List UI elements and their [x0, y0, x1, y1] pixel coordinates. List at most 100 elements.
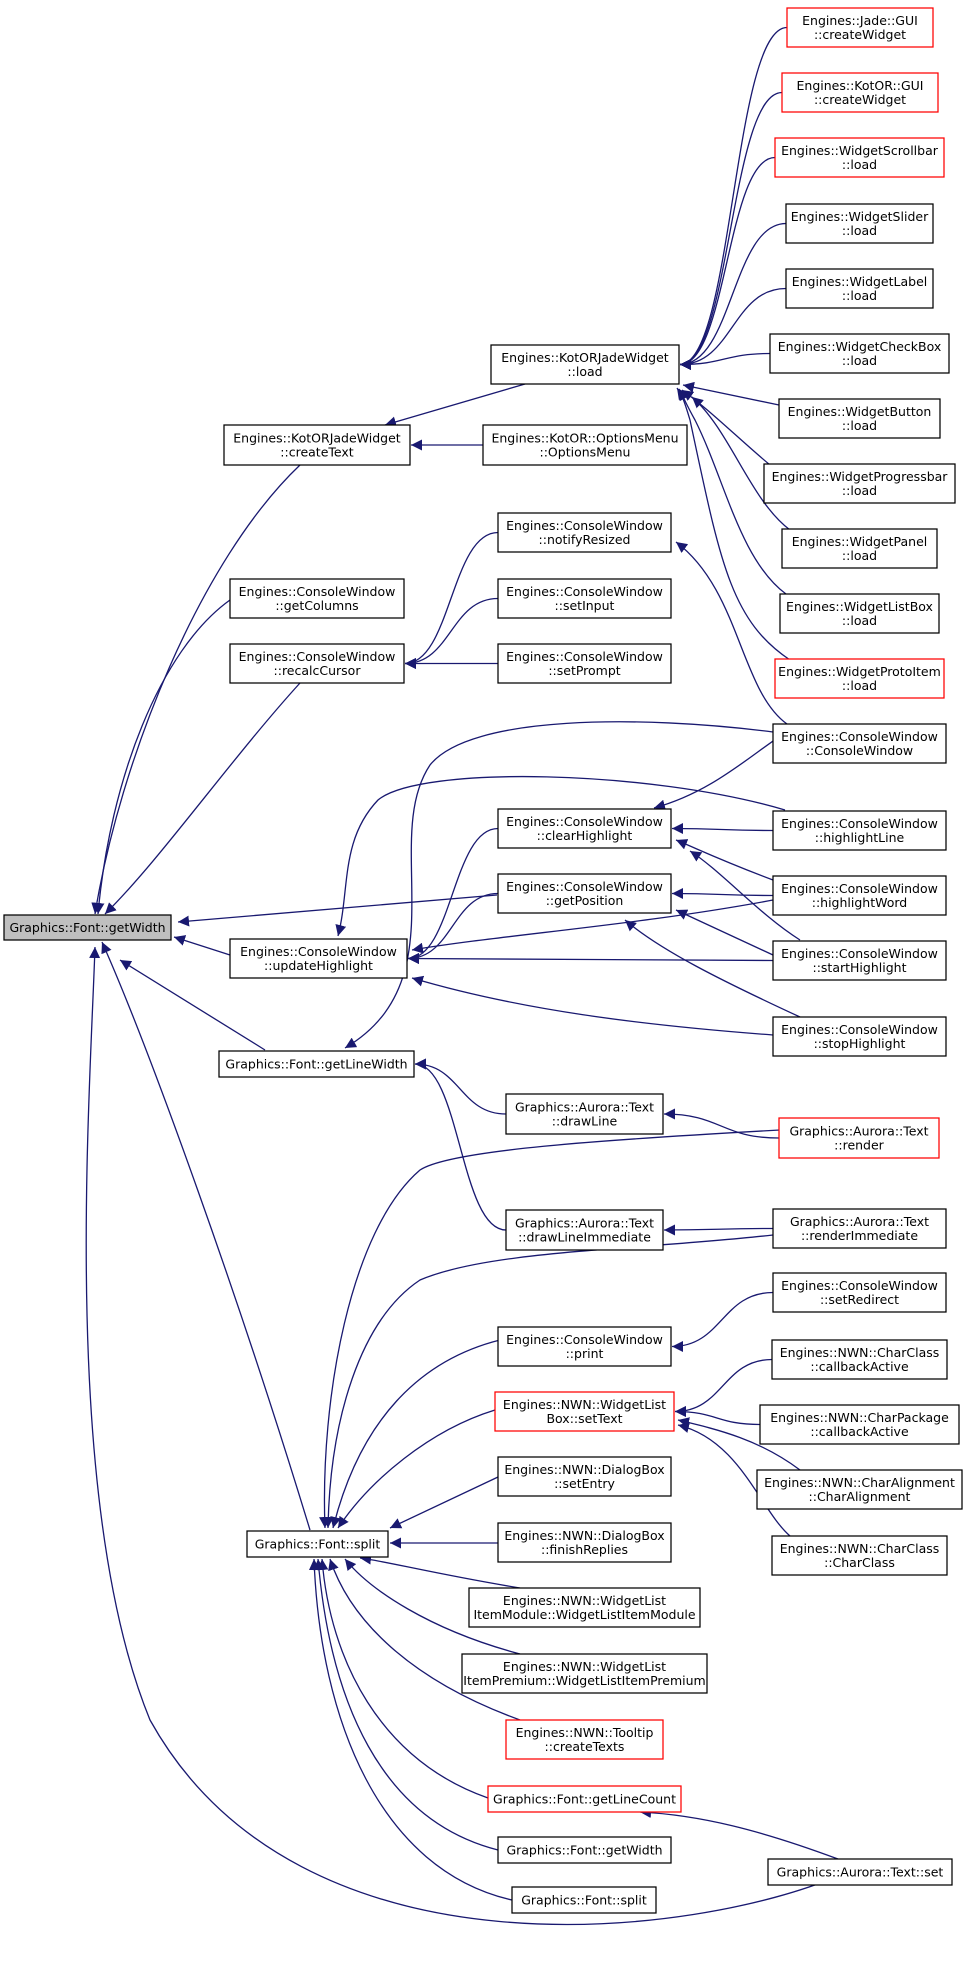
node-label-line: Engines::NWN::CharClass — [780, 1345, 940, 1360]
node-label-line: Graphics::Aurora::Text::set — [777, 1865, 944, 1880]
node-box — [246, 1530, 389, 1558]
edge-line — [663, 1224, 774, 1236]
node-label-line: Engines::ConsoleWindow — [781, 946, 938, 961]
node-hlWord[interactable]: Engines::ConsoleWindow::highlightWord — [772, 875, 947, 916]
edge-line — [624, 919, 801, 1018]
node-split[interactable]: Graphics::Font::split — [246, 1530, 389, 1558]
node-label-line: Engines::Jade::GUI — [802, 13, 918, 28]
node-hlLine[interactable]: Engines::ConsoleWindow::highlightLine — [772, 810, 947, 851]
node-caCtor[interactable]: Engines::NWN::CharAlignment::CharAlignme… — [756, 1469, 963, 1510]
node-wCheckBox[interactable]: Engines::WidgetCheckBox::load — [769, 333, 950, 374]
node-wlSetText[interactable]: Engines::NWN::WidgetListBox::setText — [494, 1391, 675, 1432]
edge-recalcCursor-to-root — [104, 682, 301, 915]
node-label-line: Engines::ConsoleWindow — [240, 944, 397, 959]
node-cwCtor[interactable]: Engines::ConsoleWindow::ConsoleWindow — [772, 723, 947, 764]
node-label-line: Engines::KotORJadeWidget — [233, 431, 401, 446]
node-optionsMenu[interactable]: Engines::KotOR::OptionsMenu::OptionsMenu — [482, 424, 688, 466]
node-box — [482, 424, 688, 466]
node-cpCallback[interactable]: Engines::NWN::CharPackage::callbackActiv… — [759, 1404, 960, 1445]
node-drawLine[interactable]: Graphics::Aurora::Text::drawLine — [505, 1093, 664, 1135]
node-kcreateText[interactable]: Engines::KotORJadeWidget::createText — [223, 424, 411, 466]
node-wPanel[interactable]: Engines::WidgetPanel::load — [781, 528, 938, 569]
node-label-line: Engines::ConsoleWindow — [781, 816, 938, 831]
edge-line — [681, 389, 771, 466]
edge-cwCtor-to-notifyResized — [675, 541, 788, 725]
node-wButton[interactable]: Engines::WidgetButton::load — [778, 398, 941, 439]
node-kload[interactable]: Engines::KotORJadeWidget::load — [490, 344, 680, 385]
node-textSet[interactable]: Graphics::Aurora::Text::set — [767, 1858, 953, 1886]
edge-drawLineImm-to-getLineWidth — [414, 1058, 507, 1231]
edge-cpCallback-to-wlSetText — [674, 1406, 761, 1426]
edge-line — [173, 935, 231, 956]
edge-wliModule-to-split — [359, 1553, 521, 1589]
node-getLineWidth[interactable]: Graphics::Font::getLineWidth — [218, 1050, 415, 1078]
node-setInput[interactable]: Engines::ConsoleWindow::setInput — [497, 578, 672, 619]
node-notifyResized[interactable]: Engines::ConsoleWindow::notifyResized — [497, 512, 672, 553]
node-split2[interactable]: Graphics::Font::split — [511, 1886, 657, 1914]
node-label-line: Graphics::Font::split — [521, 1893, 647, 1908]
node-box — [763, 463, 956, 504]
node-updateHighlight[interactable]: Engines::ConsoleWindow::updateHighlight — [229, 938, 408, 979]
node-label-line: Engines::ConsoleWindow — [781, 729, 938, 744]
edge-line — [675, 839, 774, 881]
nodes: Graphics::Font::getWidth Engines::KotORJa… — [3, 7, 963, 1914]
edge-kcreateText-to-root — [91, 464, 301, 915]
node-wListBox[interactable]: Engines::WidgetListBox::load — [779, 593, 940, 634]
node-dbSetEntry[interactable]: Engines::NWN::DialogBox::setEntry — [497, 1456, 672, 1497]
node-wSlider[interactable]: Engines::WidgetSlider::load — [785, 203, 934, 244]
node-drawLineImm[interactable]: Graphics::Aurora::Text::drawLineImmediat… — [505, 1209, 664, 1251]
edge-split-to-root — [101, 941, 311, 1531]
node-clearHighlight[interactable]: Engines::ConsoleWindow::clearHighlight — [497, 808, 672, 849]
edge-line — [317, 1558, 489, 1799]
node-wProto[interactable]: Engines::WidgetProtoItem::load — [774, 658, 945, 699]
node-box — [497, 643, 672, 684]
node-box — [497, 1456, 672, 1497]
edge-wScrollbar-to-kload — [679, 156, 776, 370]
node-getWidth2[interactable]: Graphics::Font::getWidth — [497, 1836, 672, 1864]
node-ccCallback[interactable]: Engines::NWN::CharClass::callbackActive — [771, 1339, 948, 1380]
edge-line — [414, 1058, 507, 1115]
node-jadeGui[interactable]: Engines::Jade::GUI::createWidget — [786, 7, 934, 48]
node-setPrompt[interactable]: Engines::ConsoleWindow::setPrompt — [497, 643, 672, 684]
node-render[interactable]: Graphics::Aurora::Text::render — [778, 1117, 940, 1159]
edges — [85, 26, 839, 1925]
edge-getColumns-to-root — [93, 599, 231, 915]
node-setRedirect[interactable]: Engines::ConsoleWindow::setRedirect — [772, 1272, 947, 1313]
node-dbFinish[interactable]: Engines::NWN::DialogBox::finishReplies — [497, 1522, 672, 1563]
edge-line — [676, 387, 791, 661]
node-label-line: ::load — [842, 548, 877, 563]
node-label-line: ::load — [842, 288, 877, 303]
edge-kload-to-kcreateText — [384, 383, 526, 428]
edge-line — [389, 1476, 499, 1529]
node-box — [497, 578, 672, 619]
edge-wlSetText-to-split — [337, 1409, 496, 1529]
edge-setRedirect-to-cprint — [671, 1291, 774, 1352]
node-wliModule[interactable]: Engines::NWN::WidgetListItemModule::Widg… — [468, 1587, 701, 1628]
edge-line — [85, 946, 839, 1925]
node-getPosition[interactable]: Engines::ConsoleWindow::getPosition — [497, 873, 672, 914]
node-renderImm[interactable]: Graphics::Aurora::Text::renderImmediate — [772, 1208, 947, 1249]
node-ccCtor[interactable]: Engines::NWN::CharClass::CharClass — [771, 1535, 948, 1576]
node-box — [505, 1209, 664, 1251]
node-wProgress[interactable]: Engines::WidgetProgressbar::load — [763, 463, 956, 504]
node-wScrollbar[interactable]: Engines::WidgetScrollbar::load — [774, 137, 945, 178]
node-startHl[interactable]: Engines::ConsoleWindow::startHighlight — [772, 940, 947, 981]
node-label-line: Graphics::Font::split — [255, 1537, 381, 1552]
node-getColumns[interactable]: Engines::ConsoleWindow::getColumns — [229, 578, 405, 619]
node-box — [223, 424, 411, 466]
node-tooltip[interactable]: Engines::NWN::Tooltip::createTexts — [505, 1719, 664, 1760]
node-stopHl[interactable]: Engines::ConsoleWindow::stopHighlight — [772, 1016, 947, 1057]
node-cprint[interactable]: Engines::ConsoleWindow::print — [497, 1326, 672, 1367]
node-label-line: ::load — [842, 483, 877, 498]
node-box — [767, 1858, 953, 1886]
node-label-line: ::createText — [280, 445, 353, 460]
node-box — [785, 203, 934, 244]
node-getLineCount[interactable]: Graphics::Font::getLineCount — [487, 1785, 682, 1813]
node-wLabel[interactable]: Engines::WidgetLabel::load — [785, 268, 934, 309]
node-wliPremium[interactable]: Engines::NWN::WidgetListItemPremium::Wid… — [461, 1653, 708, 1694]
edge-getPosition-to-root — [177, 894, 498, 927]
node-label-line: ::setInput — [555, 598, 615, 613]
node-kotorGui[interactable]: Engines::KotOR::GUI::createWidget — [781, 72, 939, 113]
edge-getWidth2-to-split — [313, 1558, 499, 1851]
node-recalcCursor[interactable]: Engines::ConsoleWindow::recalcCursor — [229, 643, 405, 684]
